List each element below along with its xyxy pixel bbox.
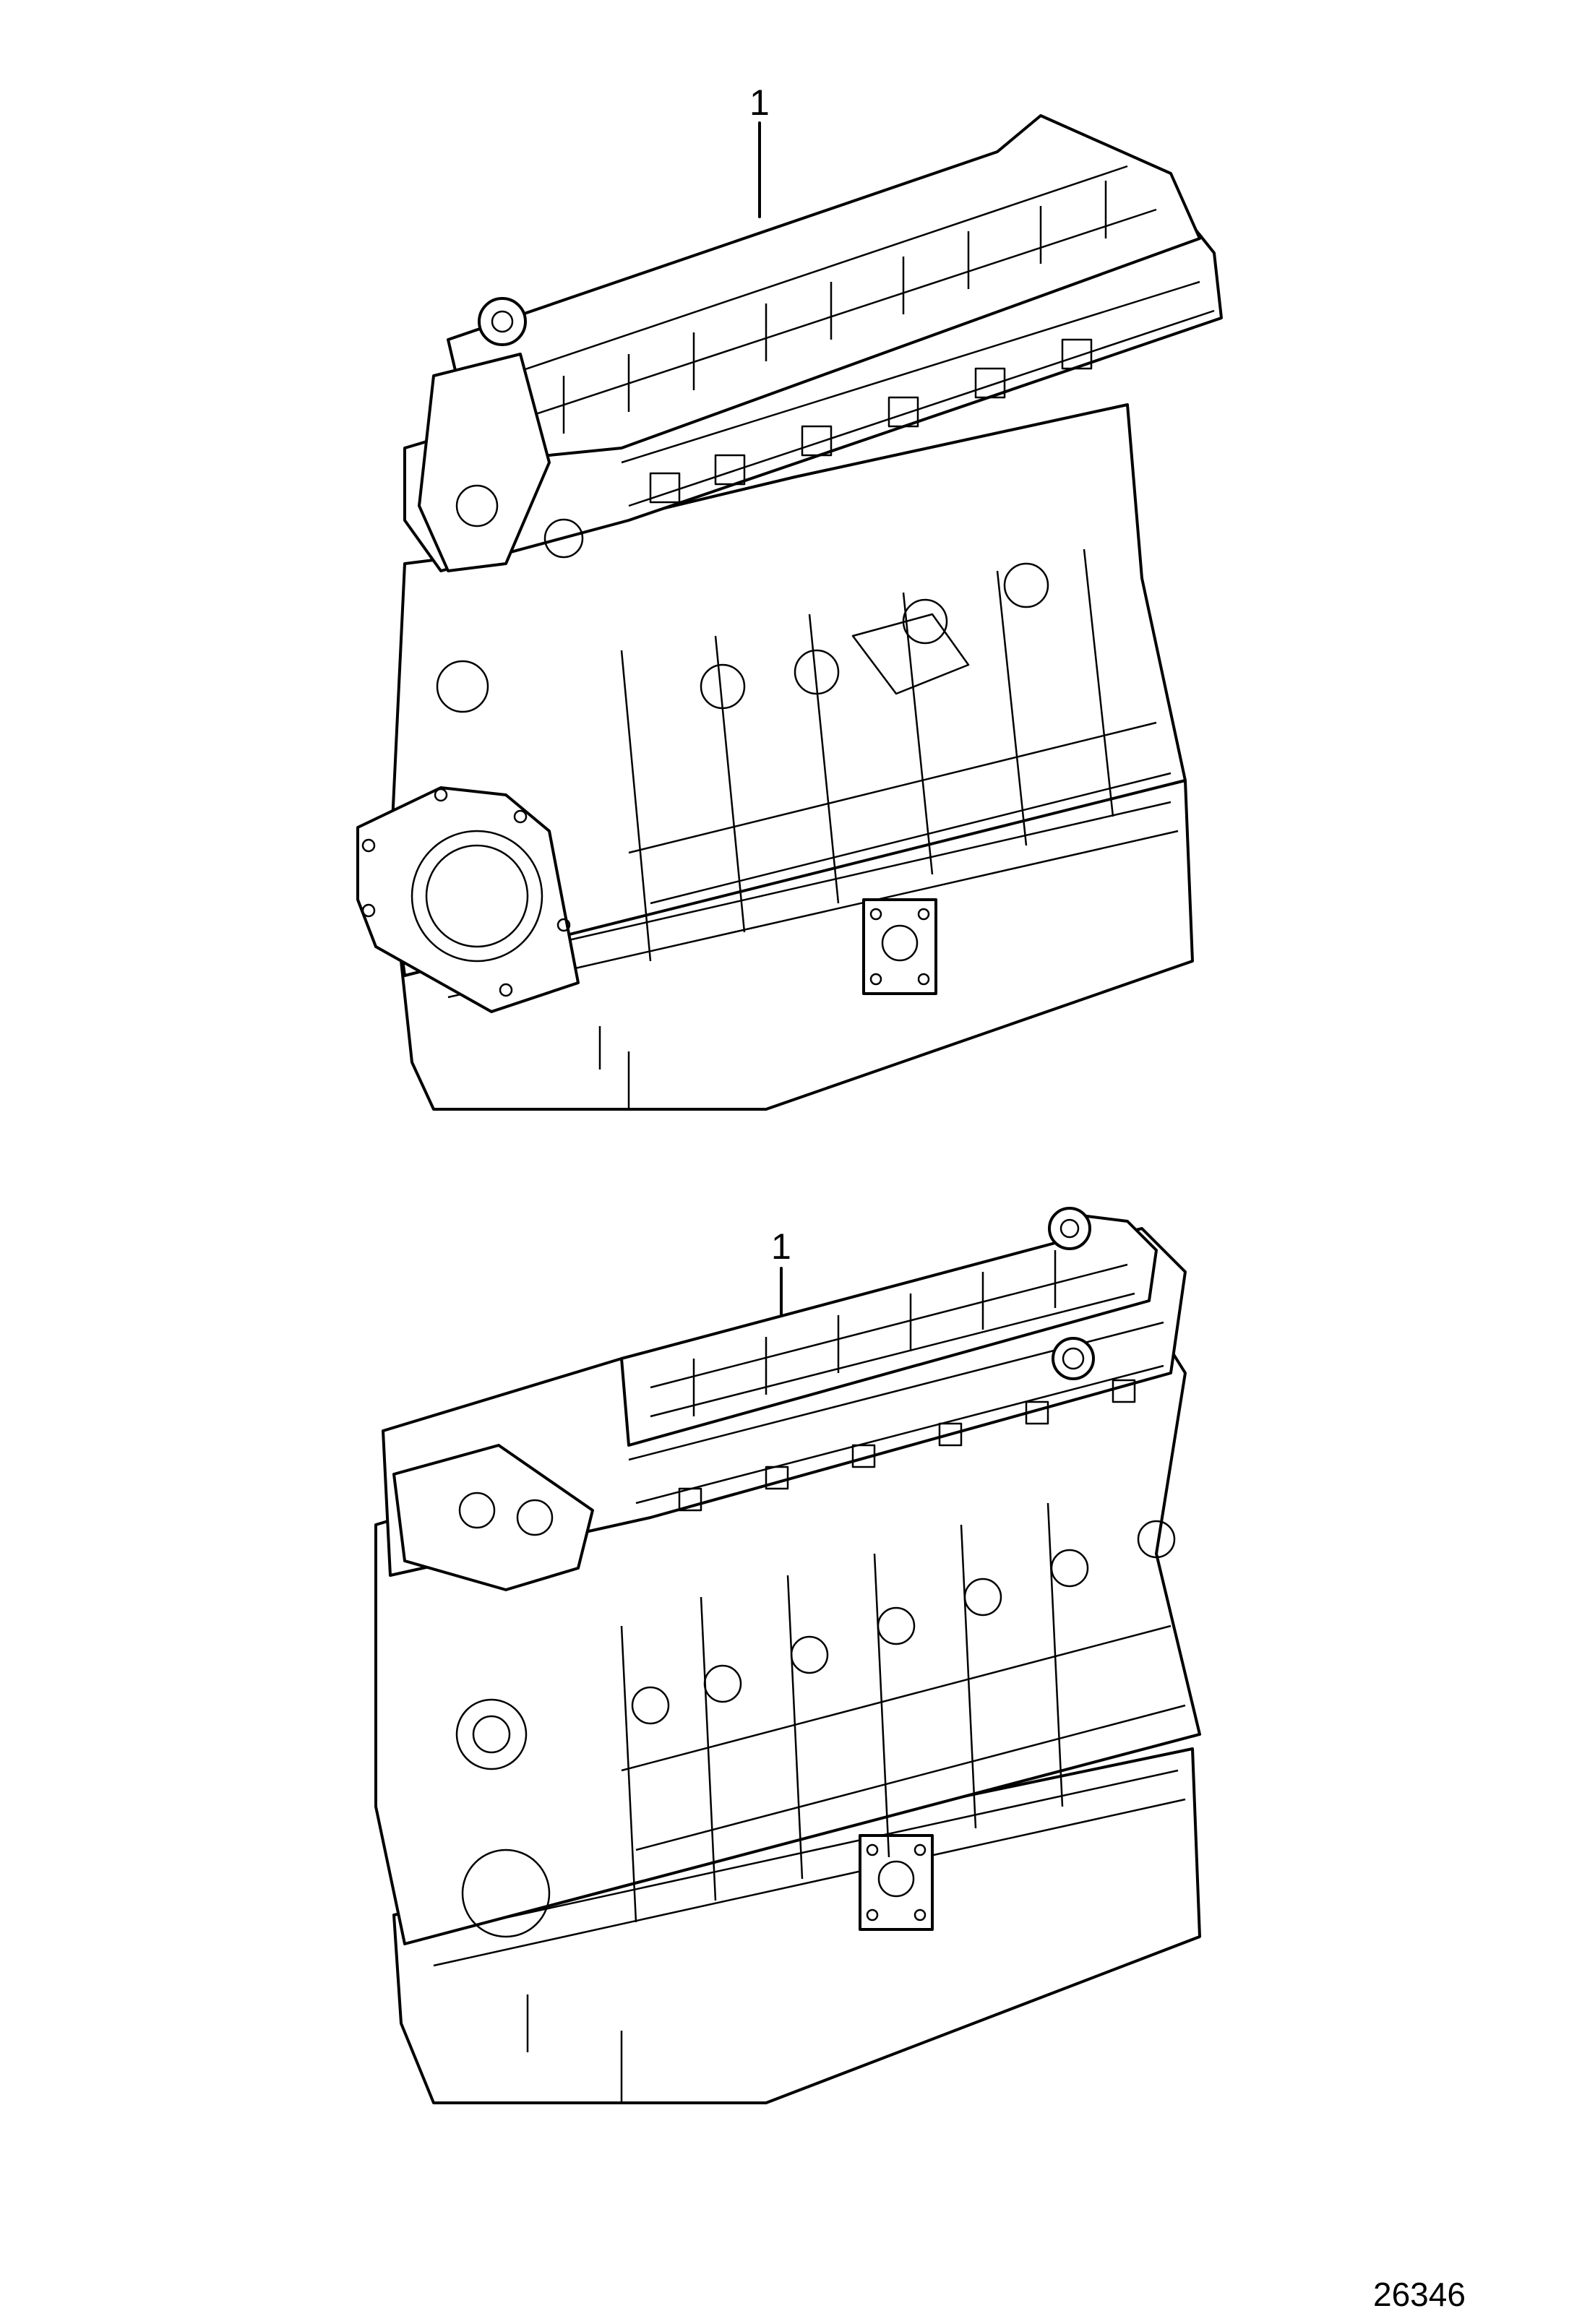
oil-filler-cap <box>1052 1337 1095 1380</box>
drain-plate <box>862 898 937 995</box>
flywheel-housing <box>356 786 580 1013</box>
lifting-eye <box>478 297 527 346</box>
callout-label: 1 <box>749 82 770 123</box>
lifting-eye <box>1048 1207 1091 1250</box>
callout-label: 1 <box>771 1226 791 1267</box>
figure-reference-number: 26346 <box>1373 2276 1466 2313</box>
oil-pan <box>392 1747 1201 2104</box>
drain-plate <box>859 1834 934 1931</box>
